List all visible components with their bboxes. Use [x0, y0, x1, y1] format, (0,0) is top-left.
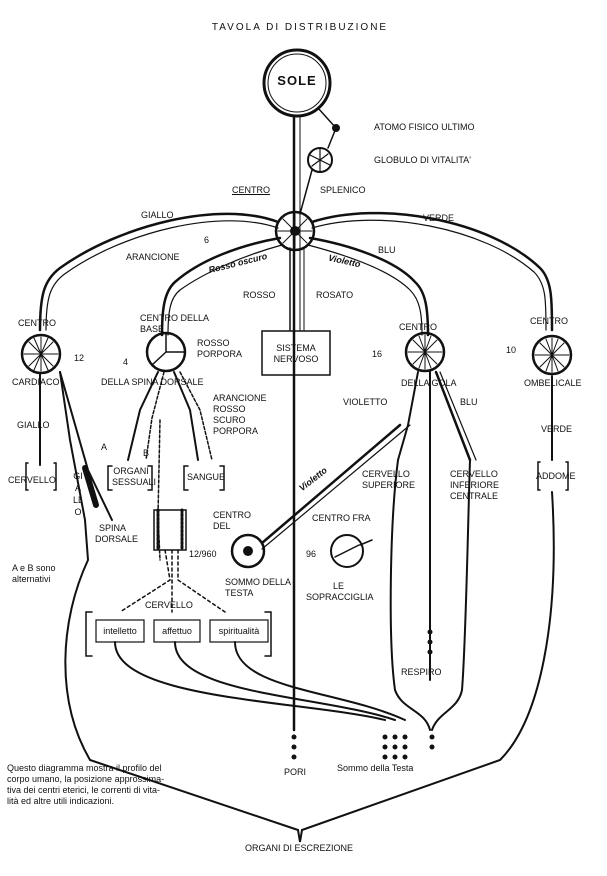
addome-box: [537, 461, 569, 491]
testa-center: [230, 533, 266, 569]
organi-sessuali-box: [107, 465, 153, 491]
testa-bottom1: SOMMO DELLA: [225, 577, 292, 587]
cervello-group-box: [85, 611, 272, 657]
gola-number: 16: [372, 349, 383, 359]
respiro-loop: [389, 459, 471, 731]
sopracciglia-bottom2: SOPRACCIGLIA: [306, 592, 374, 602]
cervello-inferiore-2: INFERIORE: [450, 480, 500, 490]
base-top2: BASE: [140, 324, 165, 334]
spleen-label-bottom: SPLENICO: [320, 185, 366, 195]
testa-number: 12/960: [189, 549, 217, 559]
caption-note: Questo diagramma mostra il profilo del c…: [7, 763, 165, 806]
spina-dorsale-line2: DORSALE: [95, 534, 139, 544]
ombelicale-number: 10: [506, 345, 517, 355]
gola-blu-label: BLU: [460, 397, 478, 407]
base-color2: PORPORA: [197, 349, 243, 359]
giallo-stream: [38, 212, 280, 332]
ombelicale-top: CENTRO: [530, 316, 568, 326]
spleen-number: 6: [204, 235, 210, 245]
testa-line2: DEL: [213, 521, 231, 531]
ombelicale-center: [531, 334, 573, 376]
cervello-inferiore-3: CENTRALE: [450, 491, 499, 501]
base-top: CENTRO DELLA: [140, 313, 210, 323]
pori-label: PORI: [284, 767, 307, 777]
sopracciglia-top: CENTRO FRA: [312, 513, 371, 523]
sun-circle: [262, 48, 332, 118]
spleen-label-top: CENTRO: [232, 185, 270, 195]
spina-dorsale-line1: SPINA: [99, 523, 127, 533]
body-outline-right: [301, 491, 555, 831]
ombelicale-verde-label: VERDE: [541, 424, 573, 434]
cardiaco-center: [20, 333, 62, 375]
respiro-label: RESPIRO: [401, 667, 442, 677]
cervello-inferiore-1: CERVELLO: [450, 469, 498, 479]
atom-icon: [332, 124, 340, 132]
gola-violetto-label: VIOLETTO: [343, 397, 388, 407]
brain-box-affettuo: affettuo: [162, 626, 192, 636]
sopracciglia-center: [330, 534, 364, 568]
blu-label: BLU: [378, 245, 396, 255]
rosso-oscuro-stream: [160, 236, 282, 337]
brain-box-intelletto: intelletto: [103, 626, 137, 636]
cardiaco-bottom: CARDIACO: [12, 377, 60, 387]
cervello-left-box: [25, 462, 57, 491]
cardiaco-top: CENTRO: [18, 318, 56, 328]
spleen-center: [274, 210, 316, 252]
gola-top: CENTRO: [399, 322, 437, 332]
globule-icon: [307, 147, 333, 173]
testa-bottom2: TESTA: [225, 588, 254, 598]
addome-label: ADDOME: [536, 471, 576, 481]
arancione-label: ARANCIONE: [126, 252, 180, 262]
sun-label: SOLE: [277, 73, 317, 88]
base-color-2: ROSSO: [213, 404, 246, 414]
testa-line1: CENTRO: [213, 510, 251, 520]
verde-stream: [310, 211, 554, 332]
cervello-superiore-2: SUPERIORE: [362, 480, 416, 490]
verde-label: VERDE: [423, 213, 455, 223]
violetto-stream: [308, 236, 430, 337]
brain-box-spiritualita: spiritualità: [218, 626, 260, 636]
base-color-3: SCURO: [213, 415, 246, 425]
giallo-vertical-label: GIALLO: [73, 471, 84, 517]
alternativi-line2: alternativi: [12, 574, 51, 584]
body-outline-left: [59, 371, 299, 831]
sopracciglia-number: 96: [306, 549, 317, 559]
ombelicale-bottom: OMBELICALE: [524, 378, 582, 388]
organi-escrezione-label: ORGANI DI ESCREZIONE: [245, 843, 354, 853]
gola-center: [404, 331, 446, 373]
sistema-nervoso-box: [261, 330, 331, 376]
spina-dorsale: [153, 509, 187, 551]
globule-label: GLOBULO DI VITALITA': [374, 155, 471, 165]
gola-bottom: DELLA GOLA: [401, 378, 457, 388]
left-giallo-label: GIALLO: [17, 420, 50, 430]
cervello-group-label: CERVELLO: [145, 600, 193, 610]
sommo-testa-label: Sommo della Testa: [337, 763, 414, 773]
rosato-label: ROSATO: [316, 290, 354, 300]
cervello-superiore-1: CERVELLO: [362, 469, 410, 479]
base-bottom: DELLA SPINA DORSALE: [101, 377, 204, 387]
rosso-label: ROSSO: [243, 290, 276, 300]
base-number: 4: [123, 357, 129, 367]
letter-b: B: [143, 448, 150, 458]
letter-a: A: [101, 442, 108, 452]
sangue-box: [183, 465, 225, 491]
base-color-1: ARANCIONE: [213, 393, 267, 403]
giallo-label: GIALLO: [141, 210, 174, 220]
base-color1: ROSSO: [197, 338, 230, 348]
sangue-label: SANGUE: [187, 472, 226, 482]
left-cervello-label: CERVELLO: [8, 475, 56, 485]
page-title: TAVOLA DI DISTRIBUZIONE: [211, 22, 389, 33]
sopracciglia-bottom1: LE: [333, 581, 345, 591]
atom-label: ATOMO FISICO ULTIMO: [374, 122, 475, 132]
base-color-4: PORPORA: [213, 426, 259, 436]
alternativi-line1: A e B sono: [12, 563, 56, 573]
cardiaco-number: 12: [74, 353, 85, 363]
